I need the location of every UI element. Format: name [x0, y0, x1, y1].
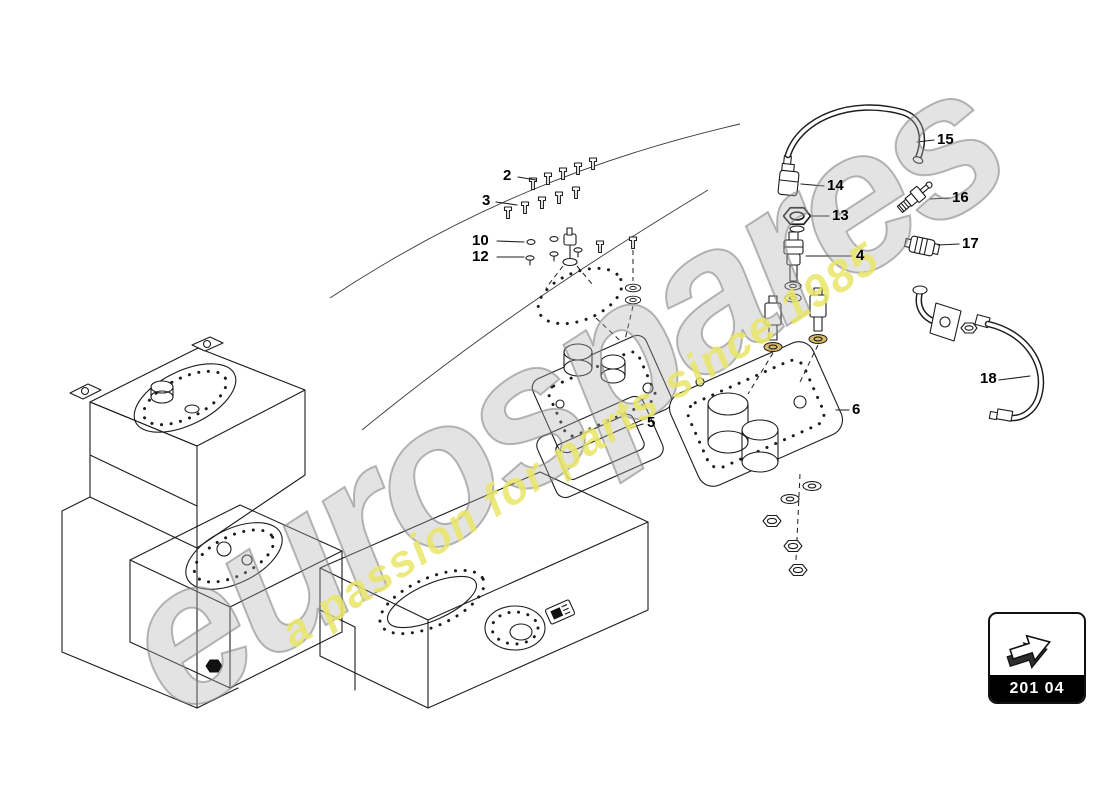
bolt-set-2: [528, 157, 598, 191]
sensor-drawing: [896, 181, 933, 214]
callout-16[interactable]: 16: [952, 189, 969, 206]
fuel-hose-top-drawing: [784, 104, 925, 164]
washer-nut-stack: [762, 473, 822, 577]
callout-14[interactable]: 14: [827, 177, 844, 194]
callout-15[interactable]: 15: [937, 131, 954, 148]
leader-lines: [495, 139, 1031, 429]
gasket-drawing: [536, 395, 664, 499]
arrow-up-right-icon: [990, 614, 1084, 675]
bolt-hole-oval: [536, 266, 631, 351]
elbow-bracket-drawing: [912, 285, 978, 342]
construction-curves: [329, 123, 741, 431]
fuel-pump-top-drawing: [783, 231, 804, 303]
callout-3[interactable]: 3: [482, 192, 491, 209]
fuel-pump-left-drawing: [747, 295, 783, 395]
diagram-reference-code: 201 04: [990, 675, 1084, 702]
bolt-set-3: [503, 186, 581, 220]
callout-12[interactable]: 12: [472, 248, 489, 265]
callout-2[interactable]: 2: [503, 167, 512, 184]
connector-drawing: [903, 235, 941, 257]
mounting-plate-drawing: [531, 334, 673, 454]
callout-13[interactable]: 13: [832, 207, 849, 224]
callout-6[interactable]: 6: [852, 401, 861, 418]
part-10-bushes: [526, 236, 559, 245]
callout-10[interactable]: 10: [472, 232, 489, 249]
callout-17[interactable]: 17: [962, 235, 979, 252]
callout-18[interactable]: 18: [980, 370, 997, 387]
callout-5[interactable]: 5: [647, 414, 656, 431]
fuel-pump-right-drawing: [799, 287, 828, 383]
fuel-level-sender-drawing: [545, 227, 605, 289]
callout-4[interactable]: 4: [856, 247, 865, 264]
fuel-tank-left-drawing: [61, 336, 343, 709]
diagram-reference-box: 201 04: [988, 612, 1086, 704]
pressure-regulator-drawing: [777, 155, 800, 197]
sender-bolt-column: [623, 236, 642, 345]
flange-plate-drawing: [668, 341, 844, 487]
union-nut-drawing: [782, 206, 812, 233]
fuel-hose-lower-drawing: [974, 314, 1045, 422]
fuel-tank-right-drawing: [319, 471, 649, 709]
